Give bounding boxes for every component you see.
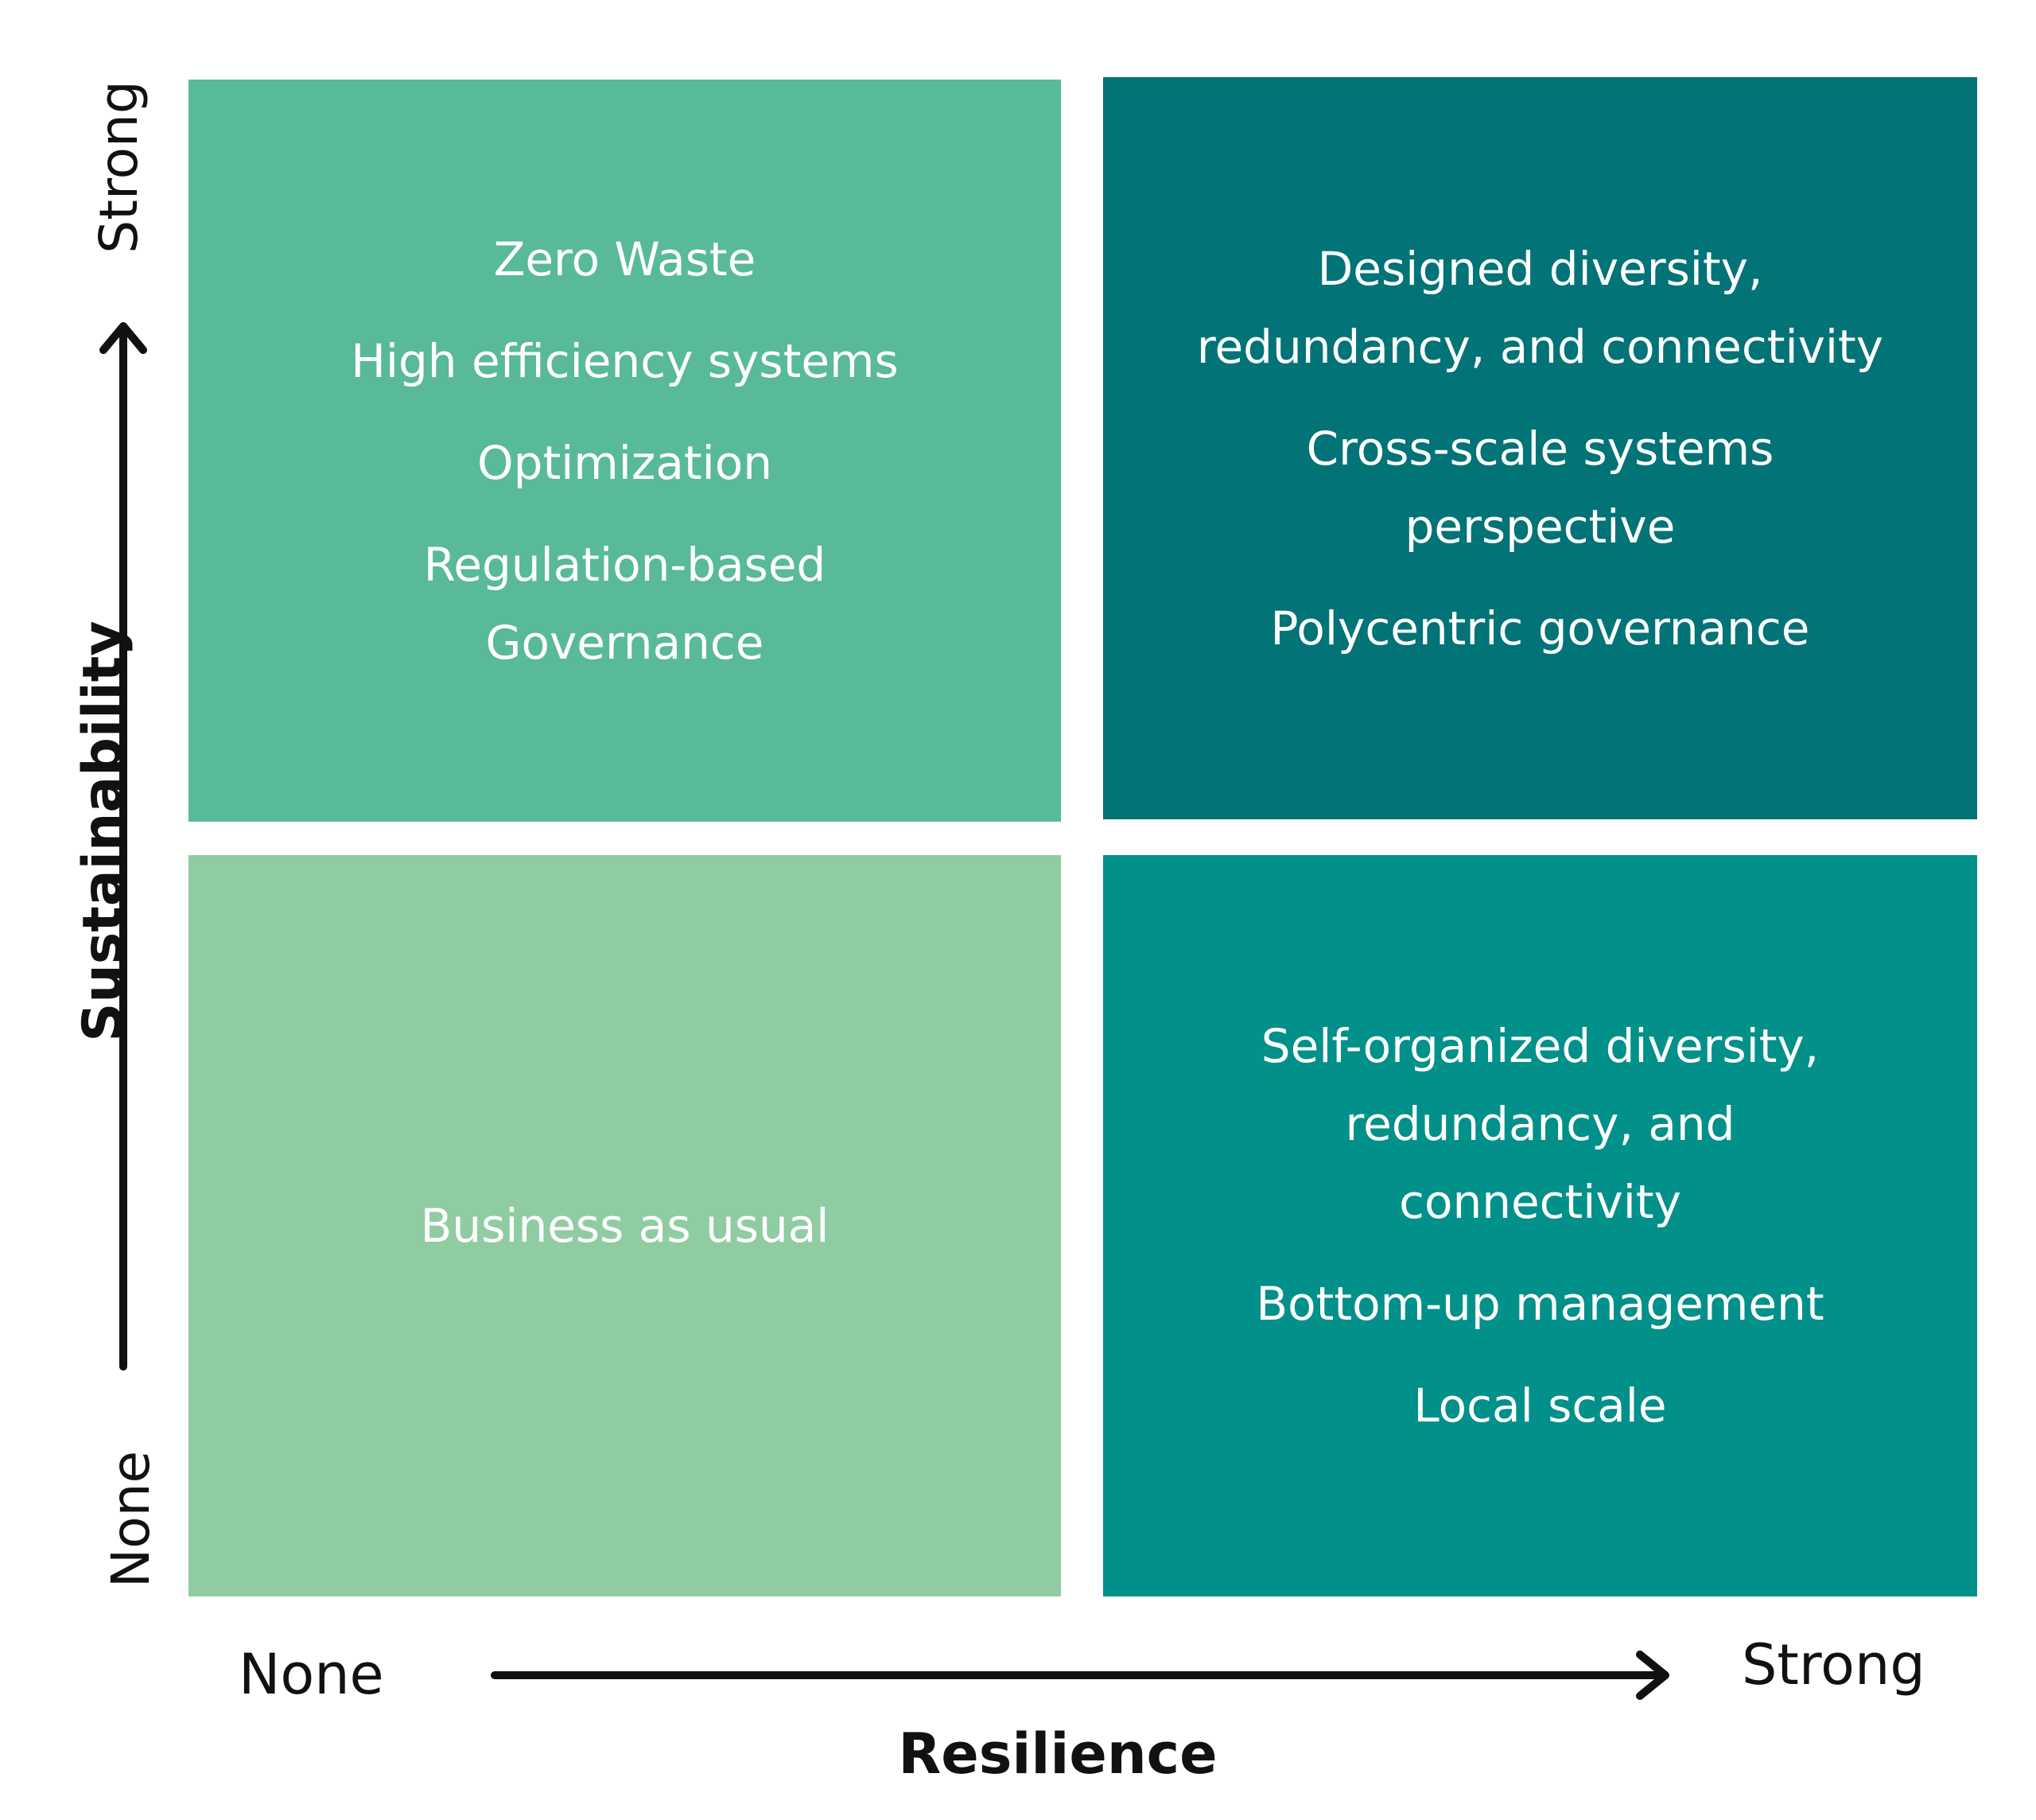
y-axis-high-label: Strong	[88, 80, 150, 254]
quadrant-item: Polycentric governance	[1270, 601, 1810, 655]
x-axis-low-label: None	[239, 1642, 384, 1707]
quadrant-top-left: Zero Waste High efficiency systems Optim…	[188, 80, 1061, 822]
x-axis-title: Resilience	[898, 1721, 1218, 1787]
quadrant-item: Bottom-up management	[1256, 1277, 1824, 1331]
quadrant-item: Local scale	[1413, 1379, 1667, 1433]
x-axis-high-label: Strong	[1742, 1632, 1925, 1698]
x-axis-arrow	[491, 1651, 1669, 1700]
quadrant-item: High efficiency systems	[351, 333, 899, 388]
quadrant-bottom-left: Business as usual	[188, 855, 1061, 1596]
y-axis-title: Sustainability	[72, 620, 134, 1042]
quadrant-item: Business as usual	[420, 1199, 830, 1253]
quadrant-item: Regulation-based Governance	[423, 537, 826, 670]
quadrant-top-right: Designed diversity, redundancy, and conn…	[1103, 77, 1977, 819]
quadrant-bottom-right: Self-organized diversity, redundancy, an…	[1103, 855, 1977, 1596]
quadrant-item: Zero Waste	[493, 231, 756, 286]
quadrant-item: Optimization	[476, 435, 773, 490]
y-axis-low-label: None	[100, 1450, 161, 1589]
quadrant-item: Designed diversity, redundancy, and conn…	[1196, 241, 1884, 374]
quadrant-item: Cross-scale systems perspective	[1306, 421, 1774, 554]
quadrant-item: Self-organized diversity, redundancy, an…	[1261, 1019, 1820, 1229]
